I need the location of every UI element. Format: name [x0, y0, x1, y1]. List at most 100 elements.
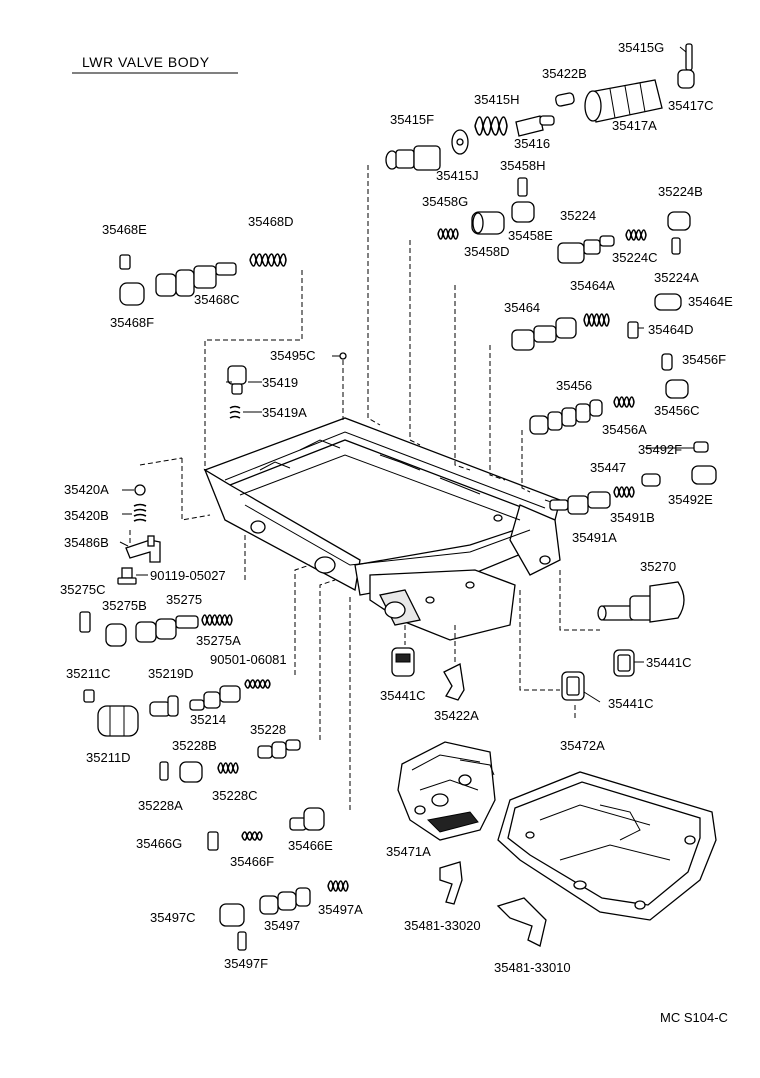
label-35464D: 35464D [648, 322, 694, 337]
part-35456C [665, 379, 689, 399]
label-35497: 35497 [264, 918, 300, 933]
part-90501-06081 [244, 679, 271, 689]
part-35466E [289, 807, 325, 831]
part-35415F [385, 145, 441, 171]
part-35275 [135, 615, 199, 643]
part-35415J [451, 129, 469, 155]
label-35420A: 35420A [64, 482, 109, 497]
assembly-leader-lines [129, 165, 600, 810]
part-35211C [83, 689, 95, 703]
part-35464D [627, 321, 639, 339]
label-35481-33010: 35481-33010 [494, 960, 571, 975]
label-35224: 35224 [560, 208, 596, 223]
label-35228C: 35228C [212, 788, 258, 803]
part-35422A [443, 663, 465, 701]
label-90501-06081: 90501-06081 [210, 652, 287, 667]
label-90119-05027: 90119-05027 [150, 568, 226, 583]
part-35420B [133, 503, 147, 522]
label-35224A: 35224A [654, 270, 699, 285]
label-35456F: 35456F [682, 352, 726, 367]
part-35481-33020 [439, 861, 463, 905]
label-35228B: 35228B [172, 738, 217, 753]
part-35415G [685, 43, 693, 71]
label-35228A: 35228A [138, 798, 183, 813]
label-35417C: 35417C [668, 98, 714, 113]
label-35486B: 35486B [64, 535, 109, 550]
label-35458E: 35458E [508, 228, 553, 243]
part-35458G [437, 228, 459, 240]
part-35211D [97, 705, 139, 737]
label-35491B: 35491B [610, 510, 655, 525]
part-35219D [149, 695, 179, 717]
part-35497C [219, 903, 245, 927]
part-35275B [105, 623, 127, 647]
part-35420A [134, 484, 146, 496]
part-35415H [474, 116, 508, 136]
label-35495C: 35495C [270, 348, 316, 363]
label-35415H: 35415H [474, 92, 520, 107]
label-35275: 35275 [166, 592, 202, 607]
label-35224B: 35224B [658, 184, 703, 199]
label-35458G: 35458G [422, 194, 468, 209]
part-35456F [661, 353, 673, 371]
label-35481-33020: 35481-33020 [404, 918, 481, 933]
label-35466G: 35466G [136, 836, 182, 851]
part-35441C-1 [391, 647, 415, 677]
part-35275C [79, 611, 91, 633]
label-35420B: 35420B [64, 508, 109, 523]
part-35275A [201, 614, 233, 626]
part-35468D [249, 253, 287, 267]
label-35270: 35270 [640, 559, 676, 574]
label-35415J: 35415J [436, 168, 479, 183]
part-35464E [654, 293, 682, 311]
label-35441C-1: 35441C [380, 688, 426, 703]
label-35224C: 35224C [612, 250, 658, 265]
part-35441C-2 [613, 649, 635, 677]
label-35472A: 35472A [560, 738, 605, 753]
label-35422B: 35422B [542, 66, 587, 81]
label-35468D: 35468D [248, 214, 294, 229]
label-35471A: 35471A [386, 844, 431, 859]
part-35464 [511, 317, 577, 351]
label-35417A: 35417A [612, 118, 657, 133]
part-35491B [613, 486, 635, 498]
part-35458D [471, 211, 505, 235]
part-35214 [189, 685, 241, 711]
part-35466G [207, 831, 219, 851]
part-35228C [217, 762, 239, 774]
label-35419: 35419 [262, 375, 298, 390]
label-leaders [119, 46, 694, 703]
label-35415G: 35415G [618, 40, 664, 55]
label-35497F: 35497F [224, 956, 268, 971]
part-35417A [584, 79, 663, 123]
part-35495C [339, 352, 347, 360]
label-35468C: 35468C [194, 292, 240, 307]
label-35422A: 35422A [434, 708, 479, 723]
part-35497A [327, 880, 349, 892]
label-35468F: 35468F [110, 315, 154, 330]
label-35419A: 35419A [262, 405, 307, 420]
label-35466F: 35466F [230, 854, 274, 869]
part-35471A [397, 741, 496, 841]
part-35419 [227, 365, 247, 395]
diagram-title: LWR VALVE BODY [82, 54, 210, 70]
label-35464: 35464 [504, 300, 540, 315]
part-35497 [259, 887, 311, 915]
label-35275C: 35275C [60, 582, 106, 597]
label-35219D: 35219D [148, 666, 194, 681]
part-35497F [237, 931, 247, 951]
part-35468C [155, 262, 237, 297]
part-35458H [517, 177, 528, 197]
label-35456: 35456 [556, 378, 592, 393]
label-35416: 35416 [514, 136, 550, 151]
part-35491A [549, 491, 611, 515]
part-90119-05027 [117, 567, 137, 585]
label-35456A: 35456A [602, 422, 647, 437]
part-labels: 35415G 35422B 35415H 35417C 35415F 35417… [60, 40, 733, 975]
label-35464E: 35464E [688, 294, 733, 309]
label-35456C: 35456C [654, 403, 700, 418]
part-35492F [693, 441, 709, 453]
label-35441C-2: 35441C [646, 655, 692, 670]
label-35458H: 35458H [500, 158, 546, 173]
